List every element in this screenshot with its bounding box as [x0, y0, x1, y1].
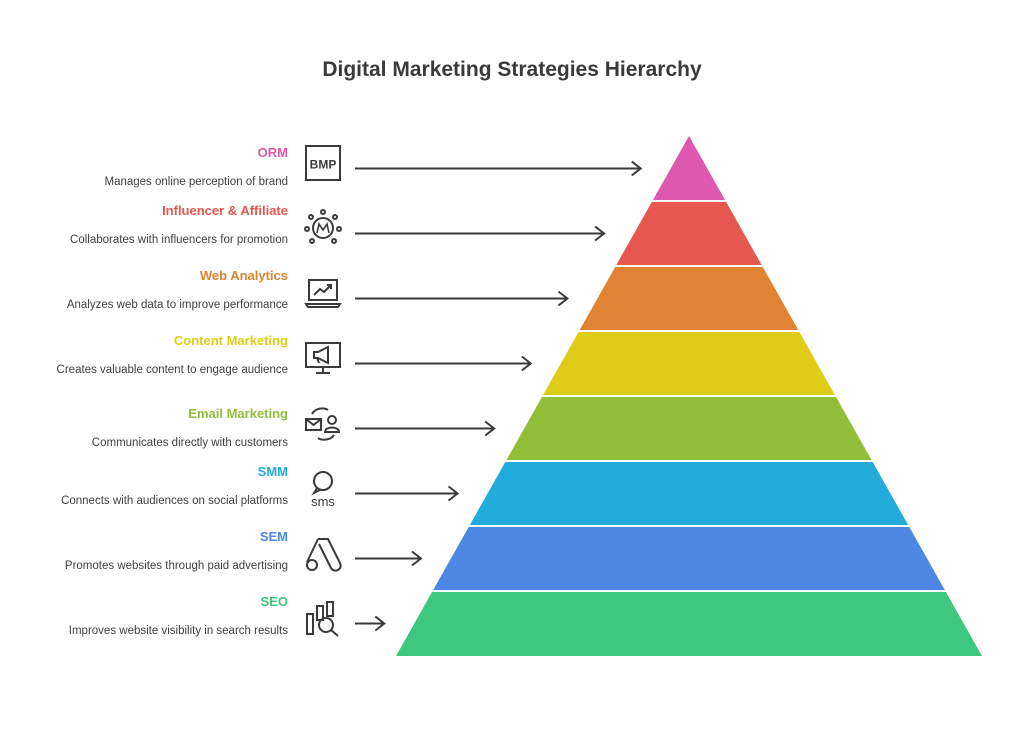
level-description-content-marketing: Creates valuable content to engage audie…: [56, 364, 288, 376]
google-ads-icon: [304, 535, 342, 573]
level-label-influencer-affiliate: Influencer & Affiliate: [162, 203, 288, 218]
connector-arrow-1: [355, 225, 606, 242]
level-description-seo: Improves website visibility in search re…: [68, 625, 288, 637]
connector-arrow-3: [355, 355, 533, 372]
level-description-web-analytics: Analyzes web data to improve performance: [66, 299, 288, 311]
pyramid-level-3: [543, 332, 835, 395]
pyramid-level-6: [433, 527, 945, 590]
level-label-orm: ORM: [257, 145, 288, 160]
pyramid-level-4: [506, 397, 872, 460]
email-contact-icon: [304, 405, 342, 443]
level-description-smm: Connects with audiences on social platfo…: [61, 495, 288, 507]
pyramid-level-0: [652, 136, 726, 200]
svg-text:sms: sms: [311, 494, 335, 508]
level-label-smm: SMM: [257, 464, 288, 479]
influencer-badge-icon: [304, 209, 342, 247]
bmp-icon: BMP: [304, 144, 342, 182]
pyramid-level-7: [396, 592, 982, 656]
connector-arrow-4: [355, 420, 496, 437]
svg-text:BMP: BMP: [310, 158, 337, 172]
sms-bubble-icon: sms: [304, 470, 342, 509]
connector-arrow-0: [355, 160, 643, 177]
level-description-influencer-affiliate: Collaborates with influencers for promot…: [70, 234, 288, 246]
search-analytics-icon: [304, 600, 342, 638]
connector-arrow-7: [355, 615, 386, 632]
pyramid-level-1: [616, 202, 762, 265]
pyramid-level-2: [579, 267, 799, 330]
level-label-web-analytics: Web Analytics: [199, 268, 288, 283]
connector-arrow-5: [355, 485, 460, 502]
level-label-sem: SEM: [259, 529, 288, 544]
level-description-email-marketing: Communicates directly with customers: [91, 437, 288, 449]
diagram-title: Digital Marketing Strategies Hierarchy: [322, 58, 702, 81]
connector-arrow-2: [355, 290, 570, 307]
connector-arrow-6: [355, 550, 423, 567]
level-description-orm: Manages online perception of brand: [104, 176, 289, 188]
level-description-sem: Promotes websites through paid advertisi…: [64, 560, 288, 572]
pyramid-level-5: [469, 462, 909, 525]
level-label-content-marketing: Content Marketing: [173, 333, 288, 348]
laptop-chart-icon: [304, 274, 342, 312]
monitor-megaphone-icon: [304, 339, 342, 377]
level-label-seo: SEO: [260, 594, 288, 609]
level-label-email-marketing: Email Marketing: [188, 406, 288, 421]
